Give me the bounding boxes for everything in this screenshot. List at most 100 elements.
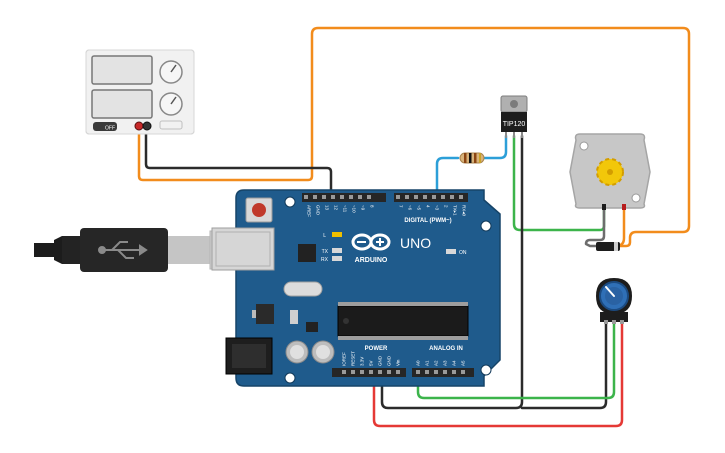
analog-pin-socket[interactable] (425, 370, 429, 374)
supply-positive-terminal[interactable] (134, 121, 144, 131)
digital-pin-label: ~9 (361, 205, 366, 211)
digital-pin-label: 8 (370, 205, 375, 208)
wire-pot-ground[interactable] (520, 320, 608, 410)
led-on (446, 249, 456, 254)
digital-pin-socket[interactable] (304, 195, 308, 199)
supply-negative-terminal[interactable] (142, 121, 152, 131)
wire-supply-ground[interactable] (144, 126, 333, 198)
power-pin-label: 5V (369, 360, 374, 366)
resistor[interactable] (459, 152, 485, 164)
digital-pin-label: ~11 (343, 205, 348, 213)
voltage-display (91, 55, 153, 85)
power-switch[interactable] (93, 122, 117, 131)
dc-motor[interactable] (569, 133, 651, 210)
power-pin-label: GND (378, 355, 383, 366)
power-pin-socket[interactable] (396, 370, 400, 374)
model-label: UNO (400, 235, 431, 251)
analog-pin-socket[interactable] (443, 370, 447, 374)
digital-pin-label: TX▸1 (453, 205, 458, 216)
digital-pin-socket[interactable] (396, 195, 400, 199)
mount-hole (284, 372, 296, 384)
digital-pin-socket[interactable] (432, 195, 436, 199)
small-component (290, 310, 298, 324)
digital-pin-label: 7 (399, 205, 404, 208)
power-pin-socket[interactable] (360, 370, 364, 374)
analog-pin-label: A4 (452, 360, 457, 366)
wire-pot-5v[interactable] (372, 320, 624, 428)
analog-pin-socket[interactable] (416, 370, 420, 374)
digital-pin-socket[interactable] (450, 195, 454, 199)
wire-diode-motor[interactable] (584, 204, 606, 248)
power-switch-label: OFF (105, 126, 115, 132)
analog-pin-label: A1 (425, 360, 430, 366)
wire-supply-positive[interactable] (137, 26, 691, 248)
digital-pin-label: 2 (444, 205, 449, 208)
led-rx-label: RX (321, 257, 329, 263)
analog-pin-label: A2 (434, 360, 439, 366)
usb-icon (98, 241, 148, 259)
voltage-regulator (256, 304, 274, 324)
motor-lead-negative[interactable] (602, 204, 606, 210)
analog-header-label: ANALOG IN (429, 346, 463, 352)
flyback-diode[interactable] (596, 242, 620, 251)
wire-pot-wiper-a0[interactable] (416, 320, 616, 400)
wire-motor-positive[interactable] (614, 204, 626, 248)
crystal-oscillator (283, 281, 323, 297)
wire-pin3-resistor[interactable] (435, 156, 460, 198)
power-supply[interactable]: OFF (85, 49, 195, 135)
analog-pin-label: A3 (443, 360, 448, 366)
digital-pin-socket[interactable] (441, 195, 445, 199)
small-chip (306, 322, 318, 332)
digital-pin-label: ~6 (408, 205, 413, 211)
potentiometer[interactable] (596, 278, 632, 324)
digital-pin-label: 13 (325, 205, 330, 211)
mount-hole (480, 220, 492, 232)
digital-pin-socket[interactable] (459, 195, 463, 199)
wire-resistor-base[interactable] (482, 134, 508, 160)
digital-pin-socket[interactable] (322, 195, 326, 199)
current-display (91, 89, 153, 119)
wire-emitter-ground[interactable] (380, 134, 524, 410)
power-pin-socket[interactable] (378, 370, 382, 374)
digital-pin-socket[interactable] (349, 195, 353, 199)
led-tx-label: TX (322, 249, 329, 255)
atmega-chip (337, 305, 469, 337)
motor-lead-positive[interactable] (622, 204, 626, 210)
digital-pin-socket[interactable] (423, 195, 427, 199)
digital-pin-socket[interactable] (405, 195, 409, 199)
power-pin-socket[interactable] (369, 370, 373, 374)
led-on-label: ON (459, 250, 467, 256)
digital-pin-label: RX◂0 (462, 205, 467, 217)
digital-pin-socket[interactable] (313, 195, 317, 199)
digital-pin-socket[interactable] (414, 195, 418, 199)
power-pin-label: RESET (351, 351, 356, 366)
power-pin-socket[interactable] (342, 370, 346, 374)
digital-header-right (394, 193, 468, 202)
digital-pin-label: AREF (307, 205, 312, 217)
reset-button-cap[interactable] (252, 203, 266, 217)
digital-header-label: DIGITAL (PWM~) (404, 218, 451, 224)
analog-pin-socket[interactable] (461, 370, 465, 374)
power-pin-socket[interactable] (351, 370, 355, 374)
digital-pin-socket[interactable] (340, 195, 344, 199)
led-l-label: L (323, 233, 326, 239)
digital-pin-socket[interactable] (331, 195, 335, 199)
usb-chip (298, 244, 316, 262)
usb-port (211, 227, 275, 271)
power-pin-label: Vin (396, 359, 401, 366)
digital-pin-socket[interactable] (358, 195, 362, 199)
analog-pin-socket[interactable] (434, 370, 438, 374)
power-pin-socket[interactable] (387, 370, 391, 374)
tip120-transistor[interactable]: TIP120 (500, 95, 528, 138)
digital-pin-label: 12 (334, 205, 339, 211)
led-tx (332, 248, 342, 253)
analog-pin-socket[interactable] (452, 370, 456, 374)
brand-label: ARDUINO (355, 257, 388, 264)
led-rx (332, 256, 342, 261)
digital-pin-socket[interactable] (367, 195, 371, 199)
power-header-label: POWER (365, 346, 388, 352)
led-l (332, 232, 342, 237)
